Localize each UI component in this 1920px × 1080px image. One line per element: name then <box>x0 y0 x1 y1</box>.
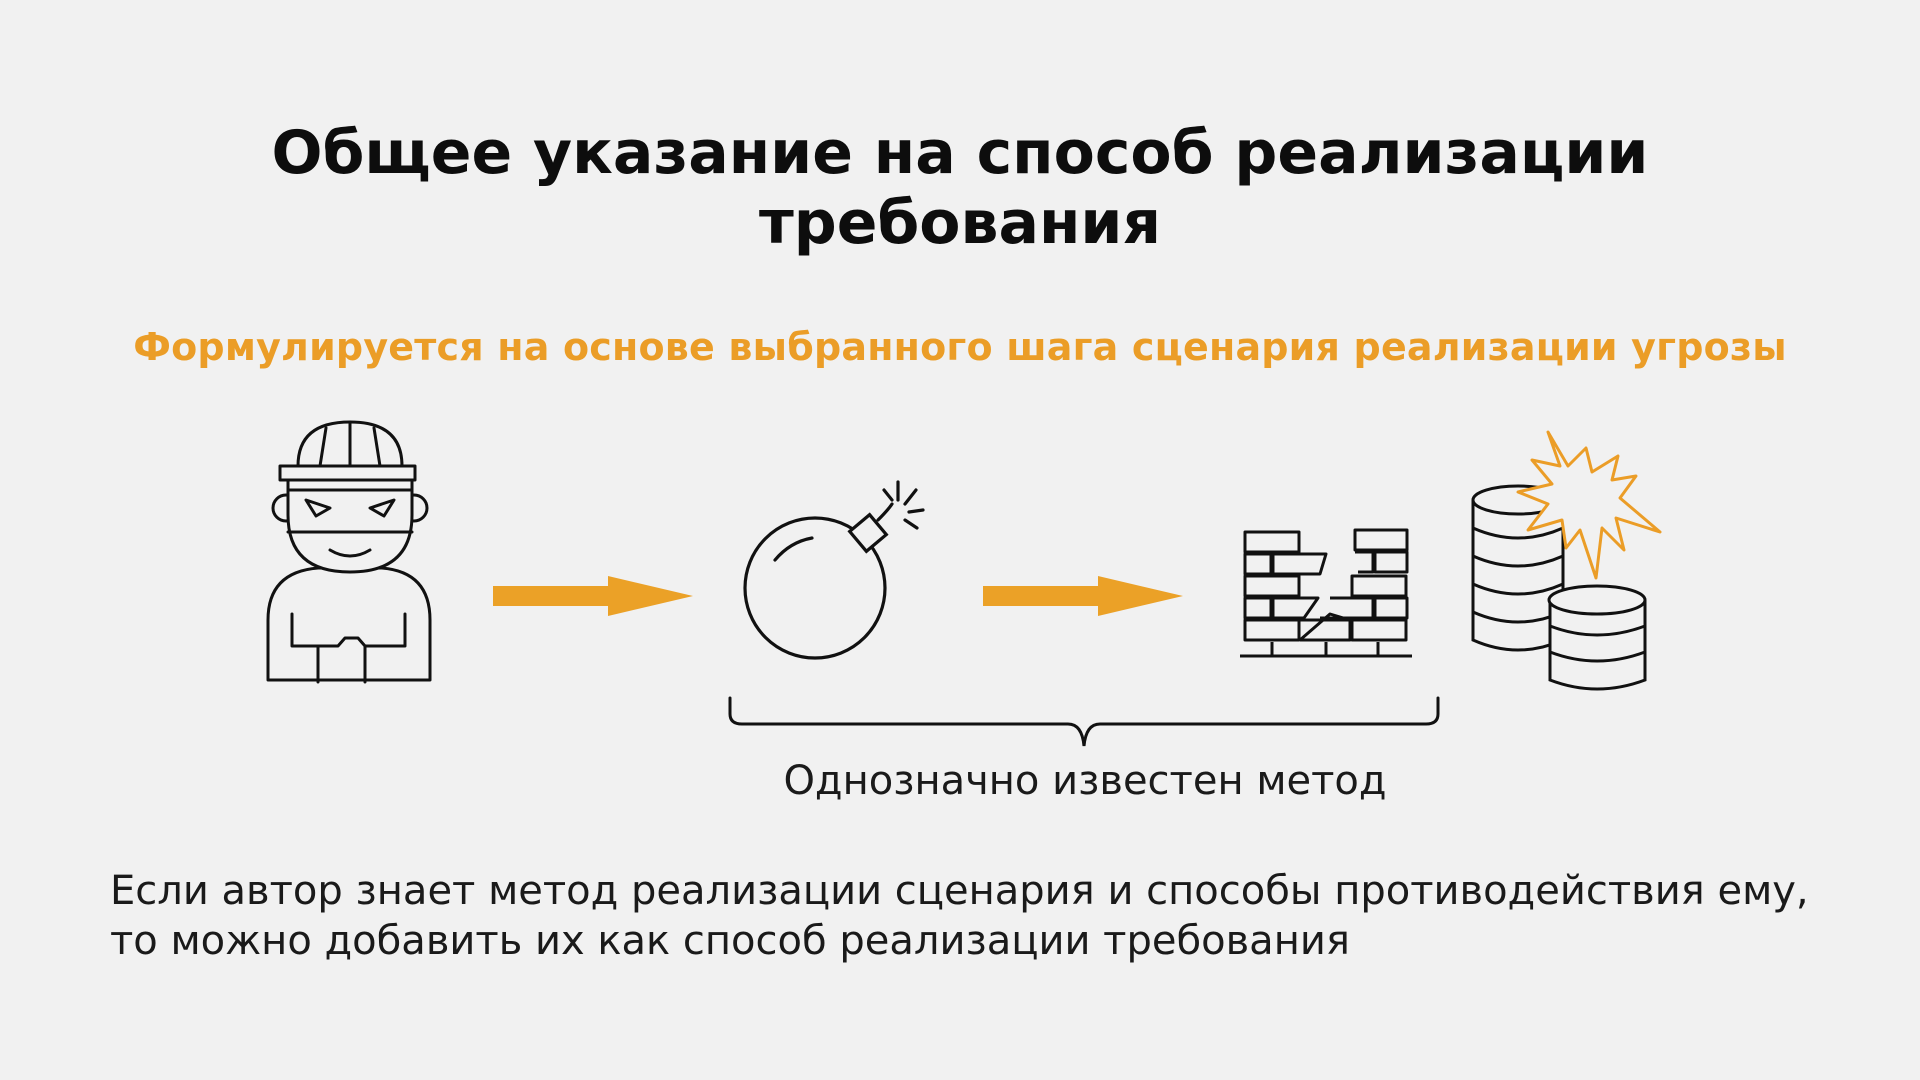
arrow-right-icon <box>983 576 1183 616</box>
explosion-icon <box>1516 430 1662 580</box>
broken-wall-icon <box>1240 528 1412 658</box>
title-line-2: требования <box>758 188 1161 258</box>
title-line-1: Общее указание на способ реализации <box>271 118 1649 188</box>
attacker-icon <box>266 420 432 684</box>
arrow-right-icon <box>493 576 693 616</box>
note-line-1: Если автор знает метод реализации сценар… <box>110 868 1809 914</box>
bomb-icon <box>743 480 925 660</box>
bracket-brace <box>728 696 1440 747</box>
bracket-label: Однозначно известен метод <box>783 758 1387 804</box>
slide-title: Общее указание на способ реализации треб… <box>0 118 1920 258</box>
coins-hit-icon <box>1471 430 1662 691</box>
slide-subtitle: Формулируется на основе выбранного шага … <box>133 325 1787 369</box>
explanation-note: Если автор знает метод реализации сценар… <box>110 866 1830 966</box>
note-line-2: то можно добавить их как способ реализац… <box>110 918 1350 964</box>
